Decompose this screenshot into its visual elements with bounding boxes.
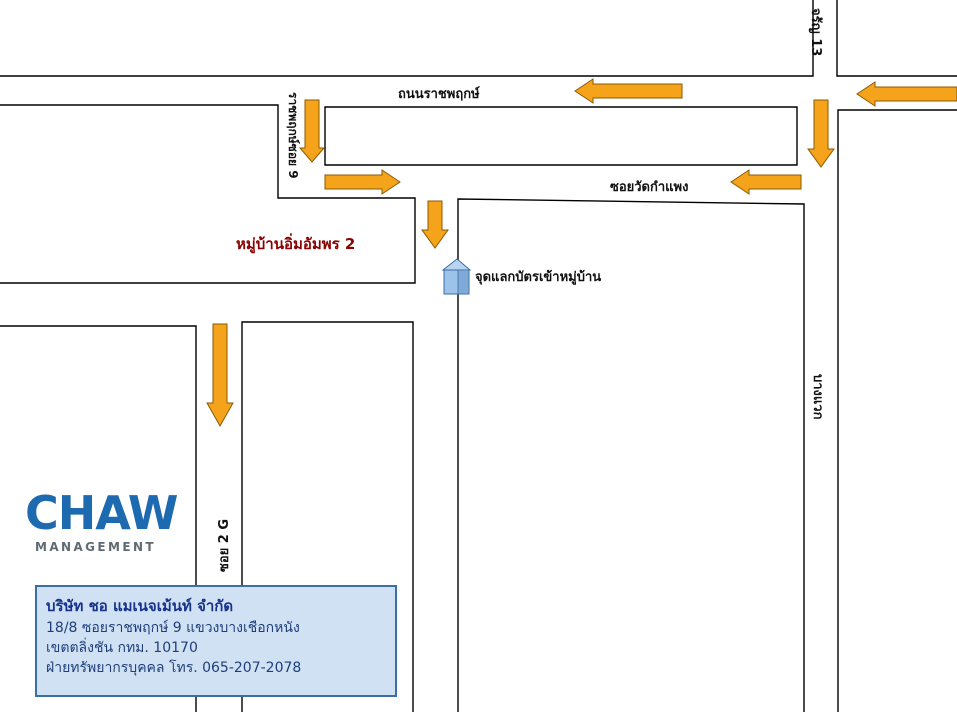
company-name: บริษัท ชอ แมเนจเม้นท์ จำกัด: [46, 597, 234, 615]
arrow-left-icon: [574, 78, 683, 104]
village-label: หมู่บ้านอิ่มอัมพร 2: [236, 235, 356, 253]
road-label-charan13: จรัญ 13: [808, 8, 823, 57]
road-edge: [241, 321, 414, 712]
arrow-down-icon: [298, 99, 326, 163]
road-edge: [836, 0, 957, 77]
arrow-left-icon: [856, 81, 957, 107]
road-label-soi-wat-kamphaeng: ซอยวัดกำแพง: [610, 180, 689, 195]
direction-arrows: [206, 78, 957, 428]
gate-label: จุดแลกบัตรเข้าหมู่บ้าน: [475, 270, 602, 285]
guard-house-icon: [441, 258, 472, 295]
arrow-down-icon: [421, 200, 449, 249]
road-edge: [324, 106, 798, 166]
arrow-down-icon: [807, 99, 835, 168]
company-info-box: บริษัท ชอ แมเนจเม้นท์ จำกัด 18/8 ซอยราชพ…: [35, 585, 397, 697]
road-edge: [457, 198, 805, 712]
road-edge: [0, 325, 197, 712]
road-edge: [0, 0, 814, 77]
company-address-line: เขตตลิ่งชัน กทม. 10170: [46, 640, 198, 656]
road-label-soi-2g: ซอย 2 G: [217, 518, 232, 572]
road-label-ratchaphruek: ถนนราชพฤกษ์: [398, 87, 480, 102]
company-address-line: 18/8 ซอยราชพฤกษ์ 9 แขวงบางเชือกหนัง: [46, 620, 300, 636]
logo-wordmark: CHAW: [25, 486, 179, 540]
arrow-right-icon: [324, 169, 401, 195]
road-label-ratchaphruek-soi9: ราชพฤกษ์ซอย 9: [286, 92, 300, 179]
company-phone-line: ฝ่ายทรัพยากรบุคคล โทร. 065-207-2078: [46, 660, 302, 676]
road-edge: [0, 104, 416, 284]
arrow-down-icon: [206, 323, 234, 428]
road-label-puttabucha: บางแวก: [810, 374, 825, 420]
company-logo: CHAW MANAGEMENT: [25, 486, 179, 554]
road-edge: [837, 109, 957, 712]
arrow-left-icon: [730, 169, 802, 195]
logo-subtitle: MANAGEMENT: [35, 540, 156, 554]
